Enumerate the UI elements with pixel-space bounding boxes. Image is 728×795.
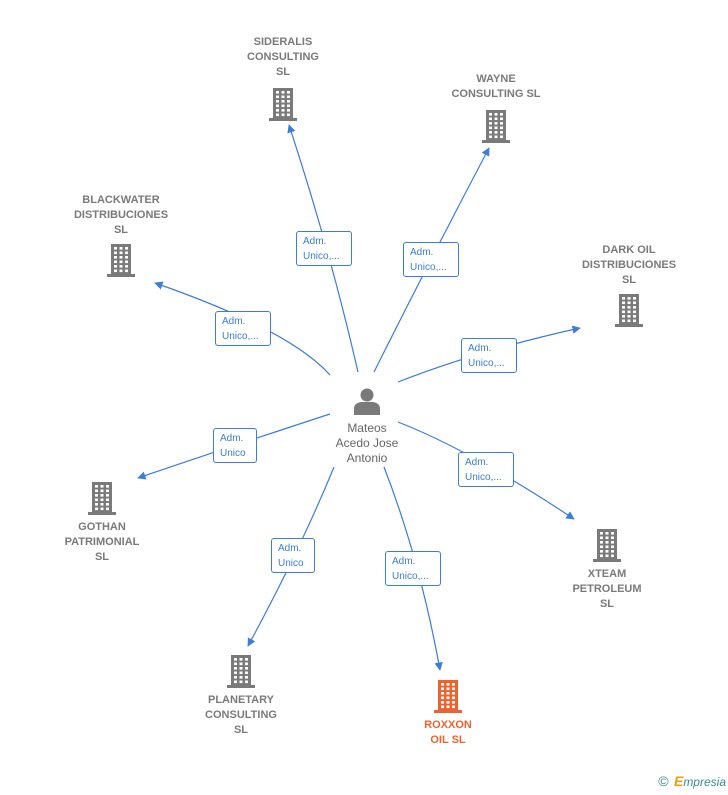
center-person-name: Mateos Acedo Jose Antonio — [335, 421, 399, 465]
company-name-blackwater: BLACKWATER DISTRIBUCIONES SL — [73, 194, 169, 236]
building-icon — [227, 655, 255, 688]
company-name-roxxon: ROXXON OIL SL — [424, 719, 472, 746]
person-icon — [354, 388, 380, 415]
brand-logo-text: mpresia — [683, 775, 726, 789]
company-node-blackwater[interactable]: BLACKWATER DISTRIBUCIONES SL — [56, 193, 186, 278]
building-icon — [269, 88, 297, 121]
relation-label-gothan[interactable]: Adm. Unico — [213, 428, 257, 463]
building-icon — [107, 244, 135, 277]
relation-label-sideralis[interactable]: Adm. Unico,... — [296, 231, 352, 266]
company-node-wayne[interactable]: WAYNE CONSULTING SL — [438, 72, 554, 144]
building-icon — [593, 529, 621, 562]
company-name-wayne: WAYNE CONSULTING SL — [451, 73, 541, 100]
brand-logo-initial: E — [673, 773, 684, 789]
building-icon — [482, 110, 510, 143]
company-node-darkoil[interactable]: DARK OIL DISTRIBUCIONES SL — [564, 243, 694, 328]
company-name-xteam: XTEAM PETROLEUM SL — [572, 568, 642, 610]
relation-label-wayne[interactable]: Adm. Unico,... — [403, 242, 459, 277]
company-node-xteam[interactable]: XTEAM PETROLEUM SL — [552, 527, 662, 612]
relation-label-planetary[interactable]: Adm. Unico — [271, 538, 315, 573]
company-name-darkoil: DARK OIL DISTRIBUCIONES SL — [581, 244, 677, 286]
brand-watermark: © Empresia — [658, 773, 726, 789]
copyright-symbol: © — [658, 773, 669, 789]
relation-label-blackwater[interactable]: Adm. Unico,... — [215, 311, 271, 346]
relation-label-darkoil[interactable]: Adm. Unico,... — [461, 338, 517, 373]
company-node-sideralis[interactable]: SIDERALIS CONSULTING SL — [228, 35, 338, 122]
building-icon — [88, 482, 116, 515]
company-name-sideralis: SIDERALIS CONSULTING SL — [247, 36, 319, 78]
company-name-gothan: GOTHAN PATRIMONIAL SL — [64, 521, 140, 563]
company-name-planetary: PLANETARY CONSULTING SL — [205, 694, 277, 736]
company-node-planetary[interactable]: PLANETARY CONSULTING SL — [186, 653, 296, 738]
center-person[interactable]: Mateos Acedo Jose Antonio — [317, 385, 417, 466]
relation-label-roxxon[interactable]: Adm. Unico,... — [385, 551, 441, 586]
building-icon — [615, 294, 643, 327]
relation-label-xteam[interactable]: Adm. Unico,... — [458, 452, 514, 487]
company-node-gothan[interactable]: GOTHAN PATRIMONIAL SL — [42, 480, 162, 565]
building-icon — [434, 680, 462, 713]
company-node-roxxon[interactable]: ROXXON OIL SL — [396, 678, 500, 748]
